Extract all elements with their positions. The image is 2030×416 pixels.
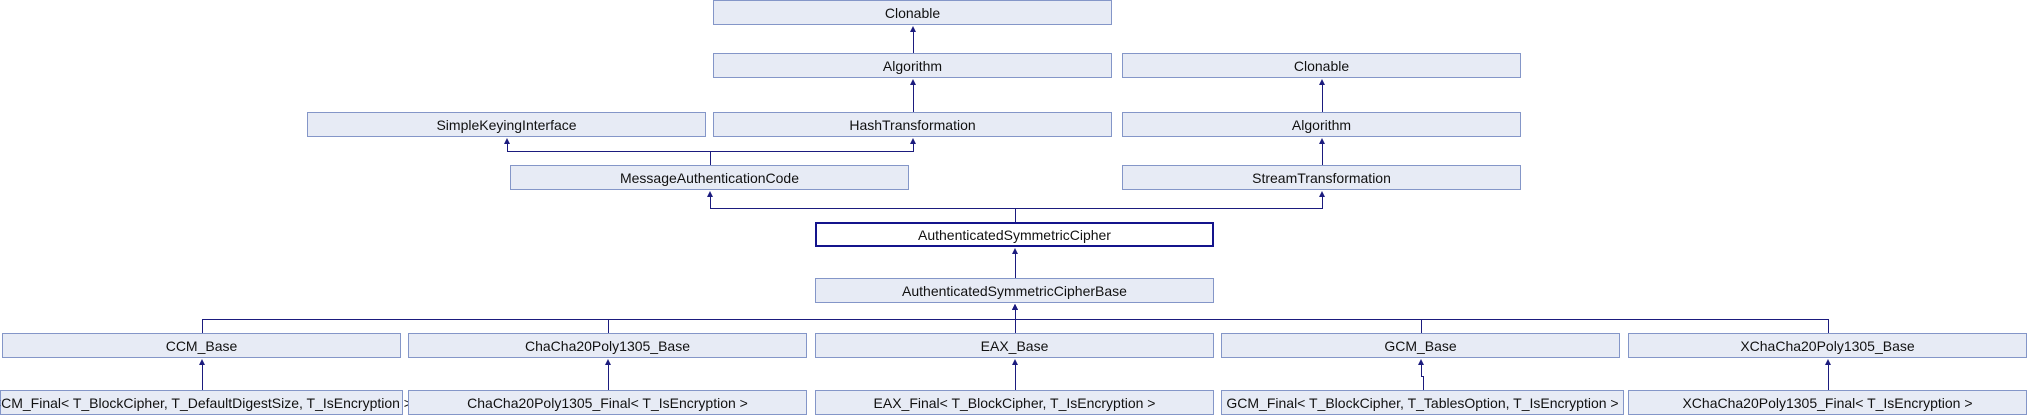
- edge-xchacha_base-to-ascbase-child: [1828, 319, 1829, 333]
- edge-gcm_final-to-gcm_base-bus: [1421, 376, 1424, 377]
- class-node-algorithm_left[interactable]: Algorithm: [713, 53, 1112, 78]
- class-node-label: Clonable: [1293, 57, 1350, 74]
- class-node-label: ChaCha20Poly1305_Final< T_IsEncryption >: [467, 394, 748, 411]
- class-node-ccm_final[interactable]: CCM_Final< T_BlockCipher, T_DefaultDiges…: [0, 390, 412, 415]
- class-node-algorithm_right[interactable]: Algorithm: [1122, 112, 1521, 137]
- class-node-label: HashTransformation: [849, 116, 976, 133]
- edge-ccm_final-to-ccm_base: [202, 364, 203, 390]
- class-node-mac[interactable]: MessageAuthenticationCode: [510, 165, 909, 190]
- edge-asc-to-mac-parent: [710, 196, 711, 208]
- inheritance-arrowhead-icon: [1012, 248, 1018, 254]
- inheritance-arrowhead-icon: [1319, 79, 1325, 85]
- class-node-eax_final[interactable]: EAX_Final< T_BlockCipher, T_IsEncryption…: [815, 390, 1214, 415]
- class-node-chacha_final[interactable]: ChaCha20Poly1305_Final< T_IsEncryption >: [408, 390, 807, 415]
- class-node-label: Algorithm: [882, 57, 943, 74]
- inheritance-arrowhead-icon: [1319, 191, 1325, 197]
- class-node-label: GCM_Base: [1384, 337, 1457, 354]
- class-node-label: Algorithm: [1291, 116, 1352, 133]
- edge-ccm_base-to-ascbase-child: [202, 319, 203, 333]
- edge-mac-to-simplekeying-bus: [507, 151, 711, 152]
- inheritance-arrowhead-icon: [910, 79, 916, 85]
- edge-eax_final-to-eax_base: [1015, 364, 1016, 390]
- inheritance-arrowhead-icon: [1418, 359, 1424, 365]
- edge-asc-to-streamtransformation-parent: [1322, 196, 1323, 208]
- inheritance-arrowhead-icon: [1319, 138, 1325, 144]
- edge-chacha_base-to-ascbase-bus: [608, 319, 1016, 320]
- class-node-gcm_base[interactable]: GCM_Base: [1221, 333, 1620, 358]
- edge-xchacha_final-to-xchacha_base: [1828, 364, 1829, 390]
- class-node-eax_base[interactable]: EAX_Base: [815, 333, 1214, 358]
- class-node-label: CCM_Final< T_BlockCipher, T_DefaultDiges…: [0, 394, 412, 411]
- class-node-label: XChaCha20Poly1305_Final< T_IsEncryption …: [1682, 394, 1973, 411]
- class-node-label: MessageAuthenticationCode: [619, 169, 799, 186]
- edge-algorithm_right-to-clonable_right: [1322, 84, 1323, 112]
- edge-mac-to-hashtransformation-child: [710, 151, 711, 165]
- class-node-label: ChaCha20Poly1305_Base: [524, 337, 690, 354]
- edge-xchacha_base-to-ascbase-parent: [1015, 309, 1016, 319]
- class-node-clonable_top[interactable]: Clonable: [713, 0, 1112, 25]
- class-node-label: EAX_Base: [980, 337, 1049, 354]
- class-node-asc[interactable]: AuthenticatedSymmetricCipher: [815, 222, 1214, 247]
- class-node-label: EAX_Final< T_BlockCipher, T_IsEncryption…: [873, 394, 1156, 411]
- edge-hashtransformation-to-algorithm_left: [913, 84, 914, 112]
- edge-mac-to-hashtransformation-bus: [710, 151, 914, 152]
- edge-chacha_base-to-ascbase-child: [608, 319, 609, 333]
- class-node-chacha_base[interactable]: ChaCha20Poly1305_Base: [408, 333, 807, 358]
- edge-asc-to-mac-bus: [710, 208, 1016, 209]
- edge-mac-to-simplekeying-parent: [507, 143, 508, 151]
- class-node-label: StreamTransformation: [1252, 169, 1391, 186]
- class-node-label: GCM_Final< T_BlockCipher, T_TablesOption…: [1226, 394, 1619, 411]
- class-node-label: AuthenticatedSymmetricCipher: [918, 226, 1111, 243]
- edge-streamtransformation-to-algorithm_right: [1322, 143, 1323, 165]
- class-node-simplekeying[interactable]: SimpleKeyingInterface: [307, 112, 706, 137]
- inheritance-arrowhead-icon: [605, 359, 611, 365]
- edge-chacha_final-to-chacha_base: [608, 364, 609, 390]
- edge-xchacha_base-to-ascbase-bus: [1015, 319, 1829, 320]
- class-node-gcm_final[interactable]: GCM_Final< T_BlockCipher, T_TablesOption…: [1221, 390, 1624, 415]
- inheritance-arrowhead-icon: [1012, 304, 1018, 310]
- class-node-clonable_right[interactable]: Clonable: [1122, 53, 1521, 78]
- class-node-streamtransformation[interactable]: StreamTransformation: [1122, 165, 1521, 190]
- class-node-label: Clonable: [884, 4, 941, 21]
- inheritance-arrowhead-icon: [1825, 359, 1831, 365]
- inheritance-arrowhead-icon: [910, 138, 916, 144]
- class-node-xchacha_final[interactable]: XChaCha20Poly1305_Final< T_IsEncryption …: [1628, 390, 2027, 415]
- class-node-xchacha_base[interactable]: XChaCha20Poly1305_Base: [1628, 333, 2027, 358]
- edge-ascbase-to-asc: [1015, 253, 1016, 278]
- edge-gcm_final-to-gcm_base-child: [1423, 376, 1424, 390]
- class-node-label: CCM_Base: [165, 337, 238, 354]
- inheritance-arrowhead-icon: [1012, 359, 1018, 365]
- edge-algorithm_left-to-clonable_top: [913, 31, 914, 53]
- class-node-hashtransformation[interactable]: HashTransformation: [713, 112, 1112, 137]
- class-node-label: AuthenticatedSymmetricCipherBase: [902, 282, 1127, 299]
- inheritance-arrowhead-icon: [910, 26, 916, 32]
- edge-asc-to-streamtransformation-child: [1015, 208, 1016, 222]
- class-node-label: SimpleKeyingInterface: [436, 116, 577, 133]
- edge-mac-to-hashtransformation-parent: [913, 143, 914, 151]
- edge-eax_base-to-ascbase: [1015, 309, 1016, 333]
- inheritance-arrowhead-icon: [504, 138, 510, 144]
- edge-asc-to-streamtransformation-bus: [1015, 208, 1323, 209]
- inheritance-arrowhead-icon: [707, 191, 713, 197]
- edge-gcm_final-to-gcm_base-parent: [1421, 364, 1422, 376]
- class-node-ascbase[interactable]: AuthenticatedSymmetricCipherBase: [815, 278, 1214, 303]
- class-node-ccm_base[interactable]: CCM_Base: [2, 333, 401, 358]
- edge-gcm_base-to-ascbase-child: [1421, 319, 1422, 333]
- class-node-label: XChaCha20Poly1305_Base: [1740, 337, 1915, 354]
- inheritance-arrowhead-icon: [199, 359, 205, 365]
